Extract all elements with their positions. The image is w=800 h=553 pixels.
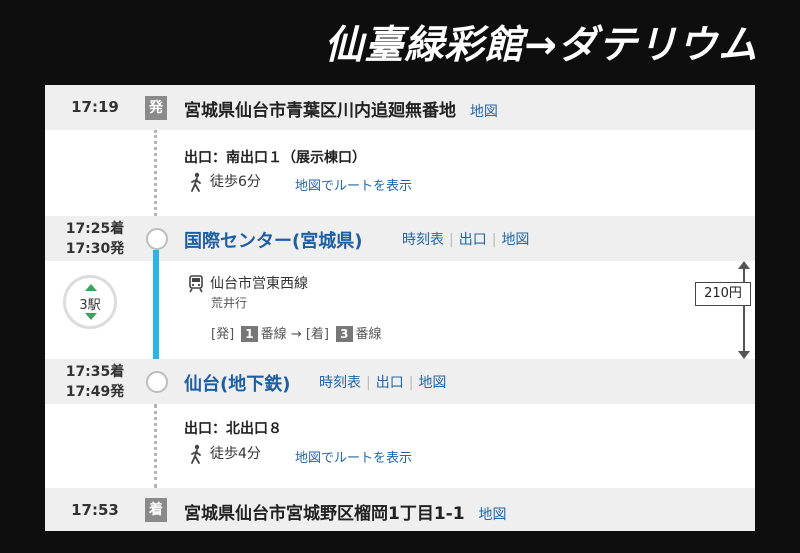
station2-depart-time: 17:49発: [65, 384, 125, 400]
platform-dep-suffix: 番線: [260, 327, 287, 342]
platform-arr-suffix: 番線: [355, 327, 382, 342]
arrival-time: 17:53: [71, 501, 119, 519]
walk-info-2: 徒歩4分: [188, 443, 261, 464]
station1-depart-time: 17:30発: [65, 241, 125, 257]
walking-person-icon: [191, 172, 201, 192]
departure-map-link[interactable]: 地図: [469, 104, 498, 120]
station2-timetable-link[interactable]: 時刻表: [319, 375, 361, 391]
walk-info-1: 徒歩6分: [188, 171, 261, 192]
train-icon: [189, 275, 203, 293]
station2-map-link[interactable]: 地図: [418, 375, 447, 391]
stops-count: 3駅: [79, 298, 101, 313]
station2-exit-link[interactable]: 出口: [375, 375, 404, 391]
fare-amount: 210円: [695, 282, 751, 306]
arrival-address-text: 宮城県仙台市宮城野区榴岡1丁目1-1: [184, 504, 465, 524]
map-route-link-2[interactable]: 地図でルートを表示: [295, 451, 413, 466]
departure-row: 17:19 発 宮城県仙台市青葉区川内追廻無番地 地図: [45, 85, 755, 130]
station-row-2: 17:35着 17:49発 仙台(地下鉄) 時刻表|出口|地図: [45, 359, 755, 404]
station2-arrive-time: 17:35着: [65, 364, 125, 380]
station2-links: 時刻表|出口|地図: [319, 375, 447, 391]
arrival-row: 17:53 着 宮城県仙台市宮城野区榴岡1丁目1-1 地図: [45, 488, 755, 531]
departure-address: 宮城県仙台市青葉区川内追廻無番地 地図: [184, 96, 498, 121]
exit-info-1: 出口：南出口１（展示棟口）: [184, 150, 366, 166]
station1-timetable-link[interactable]: 時刻表: [402, 232, 444, 248]
fare-up-arrow-icon: [738, 261, 750, 269]
walk-path-line-2: [154, 404, 157, 488]
train-line-bar: [153, 250, 159, 368]
platform-arrow: →: [290, 327, 302, 342]
platform-dep-label: [発]: [211, 327, 235, 342]
line-name: 仙台市営東西線: [210, 276, 308, 292]
walk-duration-2: 徒歩4分: [210, 446, 261, 462]
arrival-badge: 着: [145, 498, 167, 522]
platform-arr-number: 3: [336, 326, 353, 342]
stops-count-badge[interactable]: 3駅: [63, 275, 117, 329]
station-node-icon: [146, 371, 168, 393]
platform-arr-label: [着]: [305, 327, 330, 342]
station1-links: 時刻表|出口|地図: [402, 232, 530, 248]
station-node-icon: [146, 228, 168, 250]
walk-path-line-1: [154, 130, 157, 216]
departure-address-text: 宮城県仙台市青葉区川内追廻無番地: [184, 101, 456, 121]
station1-name[interactable]: 国際センター(宮城県): [184, 231, 363, 252]
route-panel: 17:19 発 宮城県仙台市青葉区川内追廻無番地 地図 出口：南出口１（展示棟口…: [45, 85, 755, 531]
station1-map-link[interactable]: 地図: [501, 232, 530, 248]
walking-person-icon: [191, 444, 201, 464]
line-direction: 荒井行: [211, 296, 248, 310]
arrival-map-link[interactable]: 地図: [478, 507, 507, 523]
departure-time: 17:19: [71, 98, 119, 116]
arrival-address: 宮城県仙台市宮城野区榴岡1丁目1-1 地図: [184, 499, 506, 524]
station-row-1: 17:25着 17:30発 国際センター(宮城県) 時刻表|出口|地図: [45, 216, 755, 261]
up-arrow-icon: [85, 284, 97, 291]
fare-down-arrow-icon: [738, 351, 750, 359]
fare-span-line: [743, 265, 745, 355]
station1-arrive-time: 17:25着: [65, 221, 125, 237]
down-arrow-icon: [85, 313, 97, 320]
station1-exit-link[interactable]: 出口: [458, 232, 487, 248]
exit-info-2: 出口：北出口８: [184, 421, 282, 437]
line-info: 仙台市営東西線: [188, 273, 308, 293]
map-route-link-1[interactable]: 地図でルートを表示: [295, 179, 413, 194]
platform-dep-number: 1: [241, 326, 258, 342]
page-title: 仙臺緑彩館→ダテリウム: [324, 23, 758, 68]
station2-times: 17:35着 17:49発: [45, 362, 145, 402]
departure-badge: 発: [145, 96, 167, 120]
station1-times: 17:25着 17:30発: [45, 219, 145, 259]
station2-name[interactable]: 仙台(地下鉄): [184, 374, 291, 395]
walk-duration-1: 徒歩6分: [210, 174, 261, 190]
